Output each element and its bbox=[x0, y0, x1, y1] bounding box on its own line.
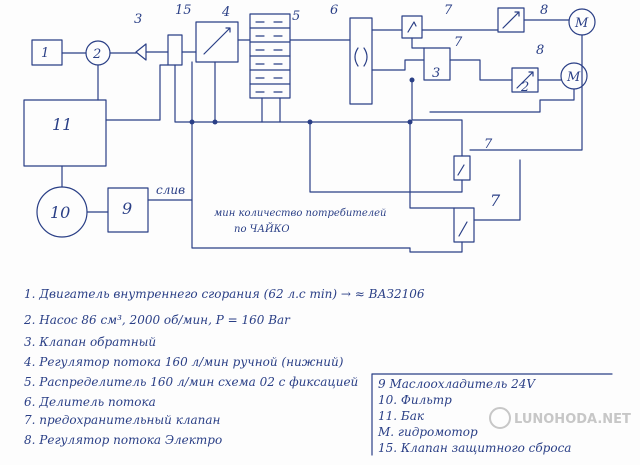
divider-symbol bbox=[354, 47, 368, 67]
label-7-middle: 7 bbox=[454, 35, 463, 50]
label-3-middle: 3 bbox=[432, 66, 440, 81]
label-11: 11 bbox=[52, 115, 72, 134]
label-drain: слив bbox=[156, 183, 185, 197]
label-10: 10 bbox=[50, 203, 70, 222]
legend-left: 1. Двигатель внутреннего сгорания (62 л.… bbox=[23, 287, 425, 447]
label-2: 2 bbox=[92, 47, 101, 62]
label-1: 1 bbox=[41, 46, 49, 61]
legend-item-6: 6. Делитель потока bbox=[24, 395, 156, 409]
label-8-top: 8 bbox=[540, 3, 548, 18]
electro-regulator-middle-arrow bbox=[516, 71, 534, 89]
box-flow-regulator bbox=[195, 21, 239, 63]
label-8-middle: 8 bbox=[536, 43, 544, 58]
box-safety-valve-bottom bbox=[453, 207, 475, 243]
watermark: LUNOHODA.NET bbox=[489, 407, 631, 429]
legend-item-15: 15. Клапан защитного сброса bbox=[378, 441, 571, 455]
label-9: 9 bbox=[122, 199, 132, 218]
label-15: 15 bbox=[175, 3, 192, 18]
label-7-top: 7 bbox=[444, 3, 453, 18]
label-m-middle: M bbox=[566, 70, 581, 85]
connection-lines bbox=[61, 19, 583, 253]
regulator-arrow bbox=[203, 27, 231, 55]
legend-item-8: 8. Регулятор потока Электро bbox=[24, 433, 222, 447]
legend-right: 9 Маслоохладитель 24V 10. Фильтр 11. Бак… bbox=[377, 377, 571, 455]
legend-item-5: 5. Распределитель 160 л/мин схема 02 с ф… bbox=[24, 375, 358, 389]
label-3: 3 bbox=[134, 12, 142, 27]
note-line-2: по ЧАЙКО bbox=[234, 223, 290, 235]
label-m-top: M bbox=[574, 16, 589, 31]
legend-item-7: 7. предохранительный клапан bbox=[24, 413, 221, 427]
box-oil-cooler bbox=[107, 187, 149, 233]
legend-item-3: 3. Клапан обратный bbox=[24, 335, 156, 349]
legend-item-4: 4. Регулятор потока 160 л/мин ручной (ни… bbox=[23, 355, 344, 369]
box-safety-valve-middle bbox=[423, 47, 451, 81]
distributor-ports bbox=[255, 21, 283, 93]
box-tank bbox=[23, 99, 107, 167]
box-flow-divider bbox=[349, 17, 373, 105]
box-safety-valve-top bbox=[401, 15, 423, 39]
junction-dots bbox=[189, 77, 415, 125]
label-5: 5 bbox=[292, 9, 300, 24]
watermark-text: LUNOHODA.NET bbox=[514, 412, 631, 427]
safety-valve-bottom-spring bbox=[458, 221, 468, 237]
watermark-gear-icon bbox=[489, 407, 511, 429]
safety-valve-top-spring bbox=[407, 21, 417, 33]
electro-regulator-top-arrow bbox=[502, 11, 520, 29]
label-6: 6 bbox=[330, 3, 338, 18]
label-7-bottom: 7 bbox=[490, 191, 501, 210]
distributor-sections bbox=[249, 27, 291, 85]
label-7-lower: 7 bbox=[484, 137, 493, 152]
note-line-1: мин количество потребителей bbox=[214, 208, 386, 219]
box-relief-valve bbox=[167, 34, 183, 66]
label-2-middle: 2 bbox=[520, 80, 529, 95]
safety-valve-lower-spring bbox=[457, 164, 465, 176]
legend-item-1: 1. Двигатель внутреннего сгорания (62 л.… bbox=[24, 287, 425, 301]
legend-item-11: 11. Бак bbox=[378, 409, 425, 423]
check-valve-symbol bbox=[135, 43, 147, 61]
legend-item-10: 10. Фильтр bbox=[378, 393, 452, 407]
legend-item-m: М. гидромотор bbox=[377, 425, 478, 439]
legend-item-9: 9 Маслоохладитель 24V bbox=[378, 377, 536, 391]
label-4: 4 bbox=[221, 5, 230, 20]
legend-item-2: 2. Насос 86 см³, 2000 об/мин, P = 160 Ba… bbox=[23, 313, 291, 327]
